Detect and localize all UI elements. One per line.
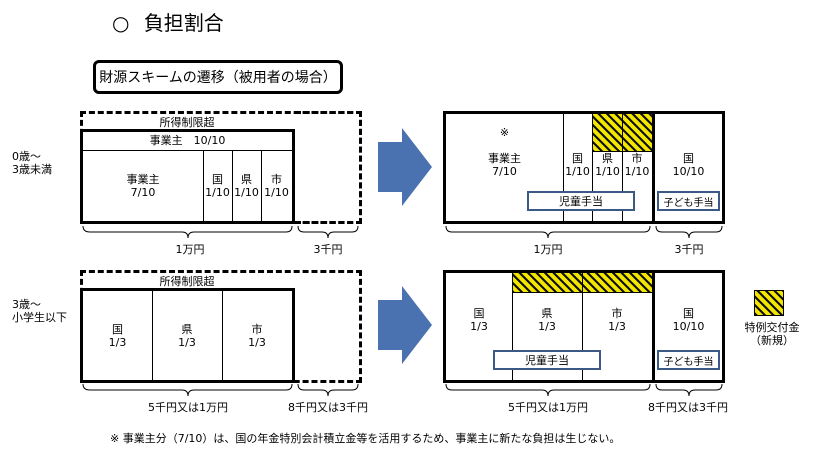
heading-text: 負担割合 (143, 11, 224, 35)
shi-label: 市 (251, 322, 263, 336)
row1-before-employer: 事業主 7/10 (83, 151, 203, 221)
brace-r2a-ext (655, 383, 723, 397)
row2-before-ken: 県 1/3 (152, 291, 222, 380)
brace-r1b-main (82, 225, 293, 239)
row1-age-line1: 0歳～ (12, 150, 41, 163)
row1-age-line2: 3歳未満 (12, 163, 52, 176)
brace-r1a-ext (655, 225, 723, 239)
row2-after-shi: 市 1/3 (582, 300, 652, 340)
row2-age-label: 3歳～ 小学生以下 (12, 298, 82, 324)
legend-hatch-swatch (754, 290, 784, 316)
row1-before-extension (295, 111, 362, 224)
heading-bullet: ○ (112, 11, 130, 35)
kuni-label: 国 (473, 307, 485, 320)
employer-fraction: 7/10 (130, 186, 156, 199)
brace-r2b-ext (297, 383, 359, 397)
kuni-label: 国 (112, 322, 123, 336)
shi-label: 市 (611, 307, 623, 320)
row2-after-kuni2: 国 10/10 (655, 300, 722, 340)
row2-age-line1: 3歳～ (12, 298, 41, 311)
scheme-title-box: 財源スキームの遷移（被用者の場合） (93, 60, 343, 94)
ken-fraction: 1/3 (178, 335, 196, 349)
scheme-title: 財源スキームの遷移（被用者の場合） (99, 70, 337, 86)
row1-after-employer: 事業主 7/10 (446, 150, 563, 180)
shi-fraction: 1/3 (608, 320, 626, 333)
row2-after-kuni: 国 1/3 (446, 300, 512, 340)
kuni2-fraction: 10/10 (672, 165, 705, 178)
row1-after-kuni: 国 1/10 (563, 150, 592, 180)
row1-before-ken: 県 1/10 (232, 151, 261, 221)
row2-after-ken: 県 1/3 (512, 300, 582, 340)
row1-note-mark: ※ (499, 126, 510, 139)
row1-after-ken: 県 1/10 (593, 150, 622, 180)
page-heading: ○ 負担割合 (112, 10, 224, 36)
row1-after-amount-ext: 3千円 (674, 243, 704, 256)
kuni2-label: 国 (683, 152, 694, 165)
row2-before-amount-ext: 8千円又は3千円 (288, 401, 368, 414)
row1-after-amount-main: 1万円 (533, 243, 563, 256)
legend-label: 特例交付金 （新規） (732, 321, 812, 347)
kuni-label: 国 (572, 152, 583, 165)
brace-r2b-main (82, 383, 293, 397)
ken-label: 県 (541, 307, 553, 320)
ken-label: 県 (602, 152, 613, 165)
ken-fraction: 1/10 (234, 186, 259, 199)
shi-label: 市 (271, 173, 282, 186)
footnote: ※ 事業主分（7/10）は、国の年金特別会計積立金等を活用するため、事業主に新た… (110, 432, 621, 445)
brace-r2a-main (445, 383, 651, 397)
row2-before-shi: 市 1/3 (222, 291, 292, 380)
kuni-fraction: 1/3 (470, 320, 488, 333)
row2-before-main-box (80, 288, 295, 383)
row1-before-kuni: 国 1/10 (203, 151, 232, 221)
ken-fraction: 1/10 (595, 165, 620, 178)
row1-before-shi: 市 1/10 (261, 151, 292, 221)
kuni2-label: 国 (683, 307, 694, 320)
ken-label: 県 (241, 173, 252, 186)
arrow-row1 (378, 128, 432, 206)
row1-employer-header: 事業主 10/10 (83, 132, 292, 151)
legend-label-line1: 特例交付金 (744, 321, 800, 334)
shi-fraction: 1/10 (264, 186, 289, 199)
row1-jido-teate-box: 児童手当 (527, 191, 635, 211)
shi-fraction: 1/3 (248, 335, 266, 349)
legend-label-line2: （新規） (750, 334, 794, 347)
shi-fraction: 1/10 (624, 165, 650, 178)
row1-after-box (443, 111, 725, 224)
row2-before-kuni: 国 1/3 (83, 291, 152, 380)
kuni-fraction: 1/3 (108, 335, 127, 349)
row2-after-amount-ext: 8千円又は3千円 (648, 401, 728, 414)
row2-before-amount-main: 5千円又は1万円 (148, 401, 228, 414)
row2-age-line2: 小学生以下 (12, 311, 67, 324)
kuni2-fraction: 10/10 (672, 320, 705, 333)
row2-after-box (443, 270, 725, 383)
kuni-label: 国 (212, 173, 223, 186)
row1-before-main-box (80, 129, 295, 224)
kuni-fraction: 1/10 (205, 186, 230, 199)
row2-jido-teate-box: 児童手当 (493, 350, 601, 370)
arrow-row2 (378, 286, 432, 364)
brace-r1a-main (445, 225, 651, 239)
row1-age-label: 0歳～ 3歳未満 (12, 150, 72, 176)
employer-fraction: 7/10 (492, 165, 517, 178)
shi-label: 市 (631, 152, 643, 165)
row1-after-kuni2: 国 10/10 (655, 150, 722, 180)
row2-kodomo-teate-box: 子ども手当 (657, 350, 720, 370)
ken-fraction: 1/3 (538, 320, 556, 333)
employer-label: 事業主 (126, 173, 160, 186)
row1-before-amount-ext: 3千円 (313, 243, 343, 256)
kuni-fraction: 1/10 (565, 165, 590, 178)
row2-income-limit: 所得制限超 (159, 275, 215, 288)
row1-before-amount-main: 1万円 (175, 243, 205, 256)
brace-r1b-ext (297, 225, 359, 239)
row1-income-limit: 所得制限超 (159, 116, 215, 129)
row1-after-shi: 市 1/10 (622, 150, 652, 180)
row2-after-amount-main: 5千円又は1万円 (508, 401, 588, 414)
ken-label: 県 (181, 322, 193, 336)
row1-kodomo-teate-box: 子ども手当 (657, 191, 720, 211)
employer-label: 事業主 (488, 152, 521, 165)
